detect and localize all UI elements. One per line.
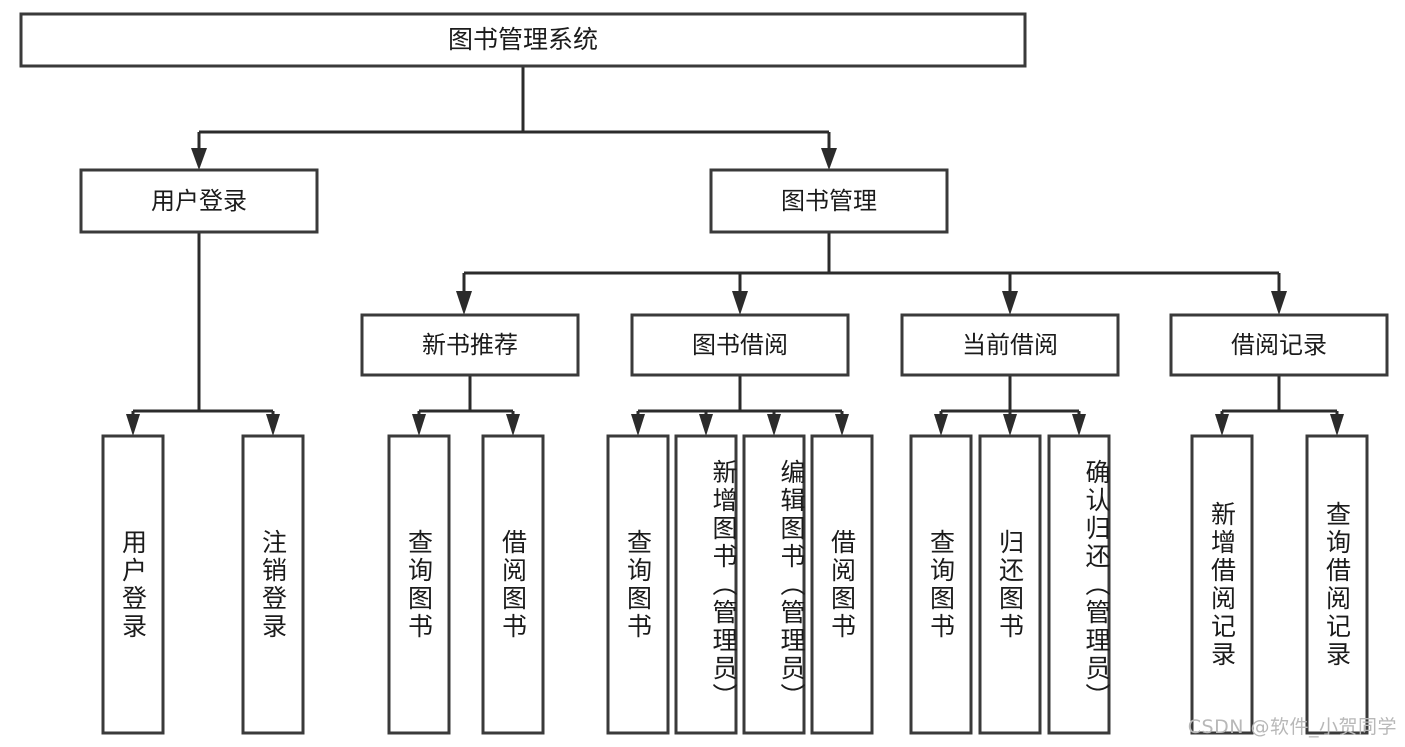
leaf-box-user-login-1[interactable]	[101, 434, 165, 735]
connector-layer	[126, 66, 1344, 436]
node-label-new-book-recommend: 新书推荐	[422, 331, 518, 359]
arrowhead-user-login	[191, 148, 207, 170]
arrowhead-leaf-book-borrow-3	[767, 414, 781, 436]
leaf-box-book-borrow-3[interactable]	[742, 434, 806, 735]
arrowhead-leaf-user-login-1	[126, 414, 140, 436]
node-current-borrow[interactable]: 当前借阅	[900, 313, 1120, 377]
leaf-box-borrow-record-2[interactable]	[1305, 434, 1369, 735]
leaf-box-current-borrow-2[interactable]	[978, 434, 1042, 735]
arrowhead-leaf-current-borrow-1	[934, 414, 948, 436]
arrowhead-leaf-current-borrow-3	[1072, 414, 1086, 436]
node-label-current-borrow: 当前借阅	[962, 331, 1058, 359]
arrowhead-book-manage	[821, 148, 837, 170]
node-new-book-recommend[interactable]: 新书推荐	[360, 313, 580, 377]
leaf-box-user-login-2[interactable]	[241, 434, 305, 735]
leaf-box-current-borrow-1[interactable]	[909, 434, 973, 735]
arrowhead-borrow-record	[1271, 291, 1287, 315]
leaf-box-borrow-record-1[interactable]	[1190, 434, 1254, 735]
arrowhead-current-borrow	[1002, 291, 1018, 315]
node-box-user-login[interactable]	[79, 168, 319, 234]
node-box-book-borrow[interactable]	[630, 313, 850, 377]
arrowhead-leaf-user-login-2	[266, 414, 280, 436]
leaf-box-layer	[101, 434, 1369, 735]
arrowhead-new-book	[456, 291, 472, 315]
leaf-box-new-book-1[interactable]	[387, 434, 451, 735]
leaf-box-book-borrow-2[interactable]	[674, 434, 738, 735]
node-label-user-login: 用户登录	[151, 187, 247, 215]
arrowhead-leaf-book-borrow-2	[699, 414, 713, 436]
node-box-current-borrow[interactable]	[900, 313, 1120, 377]
leaf-box-book-borrow-1[interactable]	[606, 434, 670, 735]
node-label-root: 图书管理系统	[448, 25, 598, 54]
node-box-borrow-record[interactable]	[1169, 313, 1389, 377]
node-label-book-manage: 图书管理	[781, 187, 877, 215]
leaf-box-current-borrow-3[interactable]	[1047, 434, 1111, 735]
leaf-box-book-borrow-4[interactable]	[810, 434, 874, 735]
arrowhead-leaf-borrow-record-1	[1215, 414, 1229, 436]
node-book-manage[interactable]: 图书管理	[709, 168, 949, 234]
node-book-borrow[interactable]: 图书借阅	[630, 313, 850, 377]
node-borrow-record[interactable]: 借阅记录	[1169, 313, 1389, 377]
arrowhead-leaf-current-borrow-2	[1003, 414, 1017, 436]
arrowhead-leaf-new-book-1	[412, 414, 426, 436]
csdn-watermark: CSDN @软件_小贺同学	[1187, 716, 1397, 738]
node-label-book-borrow: 图书借阅	[692, 331, 788, 359]
arrowhead-leaf-book-borrow-1	[631, 414, 645, 436]
node-box-root[interactable]	[19, 12, 1027, 68]
node-user-login[interactable]: 用户登录	[79, 168, 319, 234]
arrowhead-leaf-new-book-2	[506, 414, 520, 436]
node-box-book-manage[interactable]	[709, 168, 949, 234]
leaf-box-new-book-2[interactable]	[481, 434, 545, 735]
arrowhead-leaf-borrow-record-2	[1330, 414, 1344, 436]
node-label-borrow-record: 借阅记录	[1231, 331, 1327, 359]
arrowhead-leaf-book-borrow-4	[835, 414, 849, 436]
node-box-new-book-recommend[interactable]	[360, 313, 580, 377]
node-root-system[interactable]: 图书管理系统	[19, 12, 1027, 68]
arrowhead-book-borrow	[732, 291, 748, 315]
